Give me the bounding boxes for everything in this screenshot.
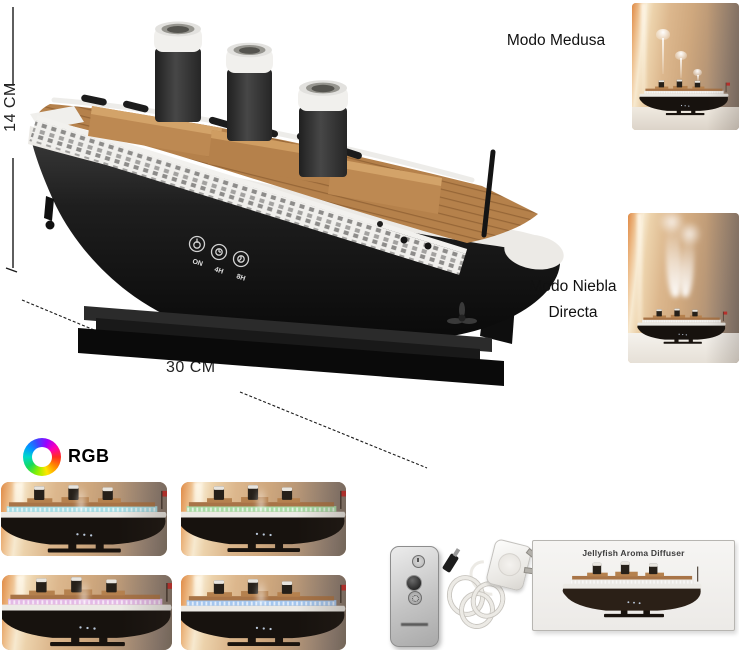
antenna-mast	[481, 149, 496, 238]
remote-control	[390, 546, 439, 647]
remote-mist-button-icon	[406, 575, 422, 591]
rgb-label: RGB	[68, 446, 110, 466]
length-dimension-label: 30 CM	[166, 359, 216, 376]
timer-4h-button	[210, 243, 228, 261]
photo-led-pink	[2, 575, 172, 650]
mist-wisp-icon	[256, 484, 265, 511]
photo-direct-mist-mode	[628, 213, 739, 363]
mist-wisp-icon	[77, 484, 86, 511]
adapter-body	[485, 538, 533, 592]
anchor-detail	[44, 196, 55, 230]
photo-vignette	[1, 482, 167, 556]
table-surface	[632, 107, 739, 130]
timer-8h-button	[232, 250, 250, 268]
dc-plug-icon	[441, 552, 460, 574]
box-boat-illustration	[562, 561, 704, 618]
photo-vignette	[628, 213, 739, 363]
funnels	[154, 21, 348, 177]
mode-niebla-line1: Modo Niebla	[529, 278, 617, 295]
power-adapter	[438, 534, 542, 642]
photo-led-cyan	[1, 482, 167, 556]
photo-vignette	[2, 575, 172, 650]
jellyfish-mist-icon	[693, 69, 702, 76]
propeller-icon	[447, 302, 477, 324]
light-bar	[636, 213, 643, 324]
remote-label-blur	[401, 623, 428, 626]
on-label: ON	[191, 258, 203, 268]
4h-label: 4H	[213, 266, 224, 275]
photo-vignette	[181, 575, 346, 650]
boat-hull	[30, 132, 561, 345]
remote-light-button-icon	[408, 591, 422, 605]
photo-led-green	[181, 482, 346, 556]
control-button-labels: ON 4H 8H	[191, 258, 246, 282]
photo-led-blue	[181, 575, 346, 650]
stand-base	[78, 306, 504, 386]
light-bar	[640, 3, 646, 97]
jellyfish-mist-icon	[675, 51, 687, 60]
product-box: Jellyfish Aroma Diffuser	[532, 540, 735, 631]
mode-medusa-label: Modo Medusa	[506, 32, 606, 49]
power-button	[188, 235, 206, 253]
8h-label: 8H	[235, 273, 246, 282]
color-wheel-icon	[23, 438, 61, 476]
control-buttons	[188, 235, 250, 268]
height-dimension-label: 14 CM	[2, 82, 19, 132]
mist-wisp-icon	[256, 578, 265, 604]
railing	[29, 115, 468, 275]
jellyfish-mist-icon	[656, 29, 670, 40]
photo-vignette	[632, 3, 739, 130]
remote-power-button-icon	[412, 555, 425, 568]
mode-niebla-label: Modo Niebla Directa	[513, 274, 633, 326]
photo-vignette	[181, 482, 346, 556]
photo-jellyfish-mode	[632, 3, 739, 130]
mist-wisp-icon	[80, 578, 89, 604]
box-title: Jellyfish Aroma Diffuser	[582, 548, 685, 558]
mode-niebla-line2: Directa	[548, 304, 598, 321]
main-product-photo: ON 4H 8H	[28, 21, 564, 386]
